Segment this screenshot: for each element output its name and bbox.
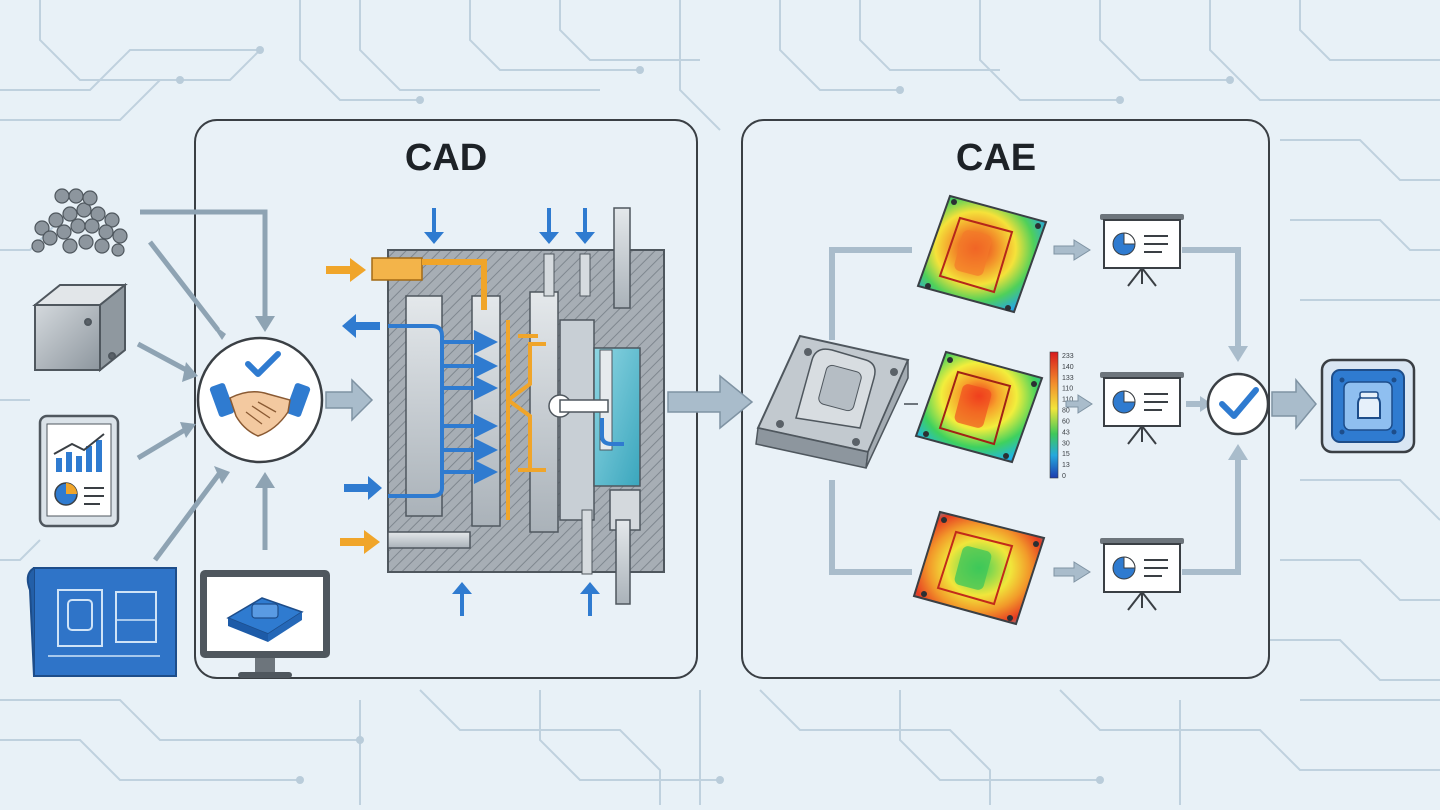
heatmap-to-report-arrows [1053, 239, 1093, 583]
scale-label: 15 [1062, 451, 1070, 458]
blueprint-icon [26, 567, 177, 677]
scale-label: 30 [1062, 440, 1070, 447]
mold-cross-section [326, 207, 665, 616]
cae-title: CAE [956, 137, 1036, 179]
scale-label: 110 [1062, 386, 1073, 393]
branch-connectors [829, 247, 1241, 575]
validation-check-icon [1206, 372, 1270, 436]
input-connectors [136, 209, 268, 562]
report-board-icon [1100, 372, 1184, 445]
circuit-nodes [56, 46, 1234, 784]
metal-block-icon [32, 282, 128, 373]
scale-label: 110 [1062, 397, 1073, 404]
heatmap-top [916, 194, 1048, 314]
cad-to-cae-arrow [667, 374, 754, 430]
check-to-output-arrow [1271, 377, 1317, 431]
heatmap-bottom [912, 510, 1046, 626]
scale-label: 13 [1062, 462, 1070, 469]
report-board-icon [1100, 214, 1184, 287]
hub-to-cad-arrow [325, 378, 374, 422]
scale-label: 80 [1062, 408, 1070, 415]
heatmap-middle [914, 350, 1044, 464]
final-part-icon [1320, 358, 1416, 454]
scale-label: 43 [1062, 429, 1070, 436]
scale-labels: 233 140 133 110 110 80 60 43 30 15 13 0 [1062, 353, 1074, 480]
base-part-icon [755, 334, 910, 469]
collaboration-hub [196, 336, 324, 464]
scale-label: 0 [1062, 473, 1066, 480]
handshake-icon [209, 383, 311, 437]
scale-label: 60 [1062, 418, 1070, 425]
input-arrowheads [180, 316, 275, 488]
scale-label: 140 [1062, 364, 1074, 371]
monitor-part-icon [200, 570, 330, 678]
tablet-chart-icon [38, 414, 120, 528]
report-board-icon [1100, 538, 1184, 611]
branch-arrowheads [1200, 346, 1248, 460]
scale-label: 233 [1062, 353, 1074, 360]
pellets-icon [31, 188, 128, 257]
cad-title: CAD [405, 137, 487, 179]
color-scale-legend: 233 140 133 110 110 80 60 43 30 15 13 0 [1049, 351, 1074, 480]
report-boards [1100, 214, 1184, 611]
scale-label: 133 [1062, 375, 1074, 382]
